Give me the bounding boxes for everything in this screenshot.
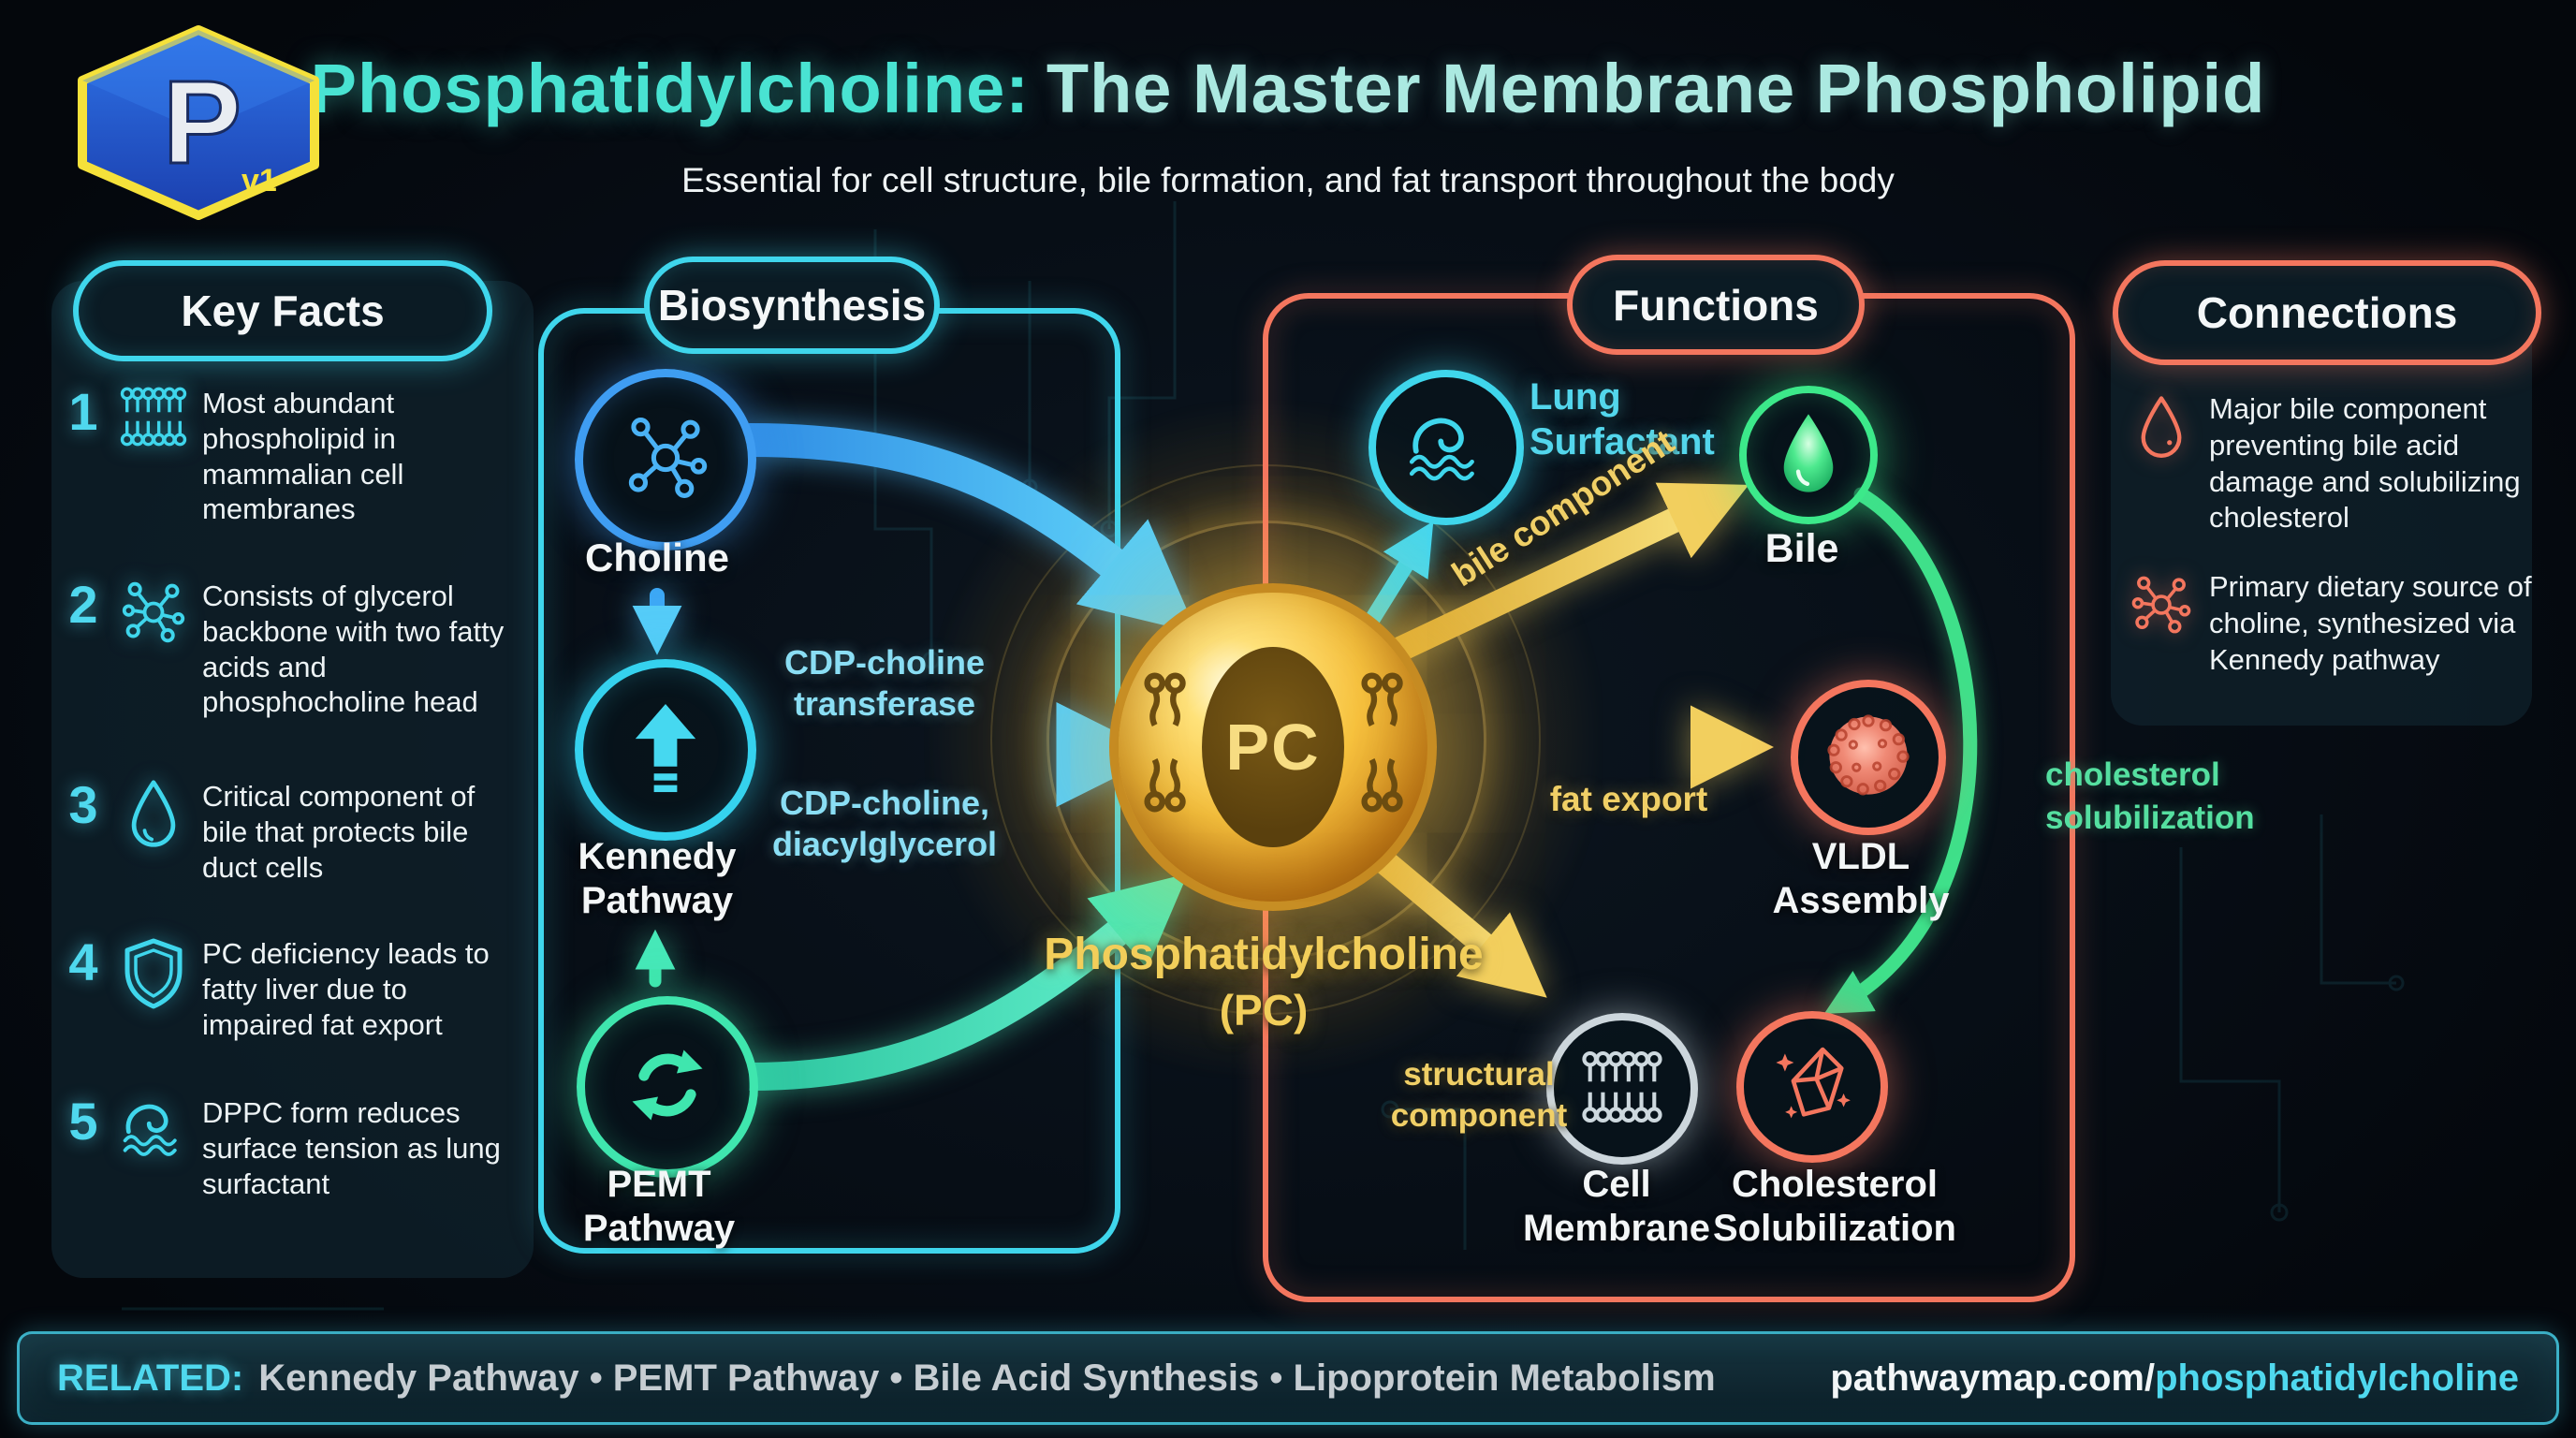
cholesterol-solubilization-node bbox=[1736, 1011, 1888, 1163]
fact-number: 5 bbox=[68, 1092, 98, 1151]
fact-text: Most abundant phospholipid in mammalian … bbox=[202, 387, 404, 526]
footer-bar: RELATED: Kennedy Pathway • PEMT Pathway •… bbox=[17, 1331, 2559, 1425]
page-subtitle: Essential for cell structure, bile forma… bbox=[681, 161, 1895, 199]
lipid-bilayer-icon bbox=[1143, 669, 1186, 820]
key-facts-title: Key Facts bbox=[181, 286, 385, 335]
bile-label: Bile bbox=[1764, 526, 1839, 571]
molecule-icon bbox=[114, 579, 193, 646]
key-facts-panel bbox=[51, 281, 534, 1278]
droplet-icon bbox=[2125, 395, 2198, 461]
choline-molecule-icon bbox=[621, 413, 710, 507]
arrow-caption-fat-export: fat export bbox=[1549, 780, 1708, 818]
logo-letter: P bbox=[163, 56, 242, 188]
functions-title: Functions bbox=[1613, 280, 1819, 330]
enzyme-label-cdp-choline-transferase: CDP-choline transferase bbox=[783, 643, 985, 723]
pc-abbrev: PC bbox=[1225, 711, 1321, 784]
lung-surfactant-node bbox=[1368, 370, 1524, 525]
connections-title: Connections bbox=[2196, 288, 2458, 337]
lipoprotein-sphere-icon bbox=[1820, 707, 1917, 809]
footer-url: pathwaymap.com/phosphatidylcholine bbox=[1830, 1357, 2519, 1400]
fact-number: 2 bbox=[68, 575, 98, 634]
connections-header: Connections bbox=[2113, 260, 2541, 365]
fact-item-5: 5 DPPC form reduces surface tension as l… bbox=[58, 1095, 525, 1201]
pc-name-paren-label: (PC) bbox=[1219, 986, 1309, 1034]
arrow-choline-to-pc bbox=[748, 423, 1197, 634]
biosynthesis-header: Biosynthesis bbox=[644, 257, 940, 354]
arrow-caption-cholesterol-solubilization: cholesterol solubilization bbox=[2045, 756, 2255, 836]
pc-name-label: Phosphatidylcholine bbox=[1044, 930, 1484, 979]
kennedy-pathway-node bbox=[575, 659, 756, 841]
connection-item-2: Primary dietary source of choline, synth… bbox=[2117, 569, 2539, 678]
pemt-pathway-node bbox=[577, 996, 758, 1178]
cycle-icon bbox=[621, 1038, 714, 1137]
arrow-pc-to-lung-surfactant bbox=[1360, 521, 1434, 634]
fact-text: Consists of glycerol backbone with two f… bbox=[202, 580, 505, 719]
arrow-pemt-to-pc bbox=[748, 873, 1188, 1091]
logo-version-badge: v1 bbox=[242, 163, 277, 198]
connection-item-1: Major bile component preventing bile aci… bbox=[2117, 391, 2539, 536]
shield-icon bbox=[114, 936, 193, 1011]
cell-membrane-node bbox=[1546, 1013, 1698, 1165]
pc-core: PC bbox=[1202, 647, 1344, 847]
arrow-caption-structural-component: structural component bbox=[1390, 1056, 1568, 1134]
enzyme-label-cdp-choline-diacylglycerol: CDP-choline, diacylglycerol bbox=[771, 784, 998, 863]
functions-header: Functions bbox=[1567, 255, 1865, 355]
kennedy-pathway-label: Kennedy Pathway bbox=[578, 836, 737, 922]
page-title-rest: The Master Membrane Phospholipid bbox=[1046, 50, 2266, 127]
fact-text: Critical component of bile that protects… bbox=[202, 780, 476, 884]
fact-item-3: 3 Critical component of bile that protec… bbox=[58, 779, 525, 885]
page-title-highlight: Phosphatidylcholine: bbox=[310, 50, 1030, 127]
choline-node bbox=[575, 369, 756, 550]
vldl-assembly-node bbox=[1791, 680, 1946, 835]
choline-label: Choline bbox=[585, 536, 729, 580]
vldl-assembly-label: VLDL Assembly bbox=[1772, 836, 1950, 922]
membrane-bilayer-icon bbox=[114, 386, 193, 448]
fact-text: PC deficiency leads to fatty liver due t… bbox=[202, 937, 490, 1041]
bile-node bbox=[1739, 386, 1878, 524]
connection-text: Primary dietary source of choline, synth… bbox=[2209, 570, 2532, 676]
page-title: Phosphatidylcholine:The Master Membrane … bbox=[0, 49, 2576, 128]
fact-item-2: 2 Consists of glycerol backbone with two… bbox=[58, 579, 525, 720]
pemt-pathway-label: PEMT Pathway bbox=[582, 1164, 736, 1250]
membrane-bilayer-icon bbox=[1579, 1049, 1665, 1129]
related-items: Kennedy Pathway • PEMT Pathway • Bile Ac… bbox=[258, 1357, 1716, 1399]
molecule-icon bbox=[2125, 573, 2198, 637]
lipid-bilayer-icon bbox=[1360, 669, 1403, 820]
droplet-icon bbox=[114, 779, 193, 850]
arrow-bile-to-cholesterol bbox=[1823, 487, 1978, 1015]
biosynthesis-arrows bbox=[632, 423, 1197, 808]
footer-url-base: pathwaymap.com/ bbox=[1830, 1357, 2156, 1399]
lung-surfactant-label: Lung Surfactant bbox=[1530, 376, 1715, 462]
biosynthesis-title: Biosynthesis bbox=[657, 281, 927, 330]
bile-droplet-icon bbox=[1775, 410, 1842, 501]
arrow-pc-to-bile bbox=[1382, 482, 1749, 668]
fact-number: 4 bbox=[68, 932, 98, 991]
fact-item-4: 4 PC deficiency leads to fatty liver due… bbox=[58, 936, 525, 1042]
pathwaymap-logo: P v1 bbox=[78, 25, 319, 220]
wave-icon bbox=[1403, 407, 1489, 489]
fact-text: DPPC form reduces surface tension as lun… bbox=[202, 1096, 501, 1200]
footer-url-highlight: phosphatidylcholine bbox=[2155, 1357, 2519, 1399]
connection-text: Major bile component preventing bile aci… bbox=[2209, 392, 2521, 535]
up-arrow-icon bbox=[622, 699, 709, 801]
key-facts-header: Key Facts bbox=[73, 260, 492, 361]
wave-icon bbox=[114, 1095, 193, 1159]
related-label: RELATED: bbox=[57, 1357, 244, 1399]
cholesterol-solubilization-label: Cholesterol Solubilization bbox=[1713, 1164, 1956, 1250]
fact-item-1: 1 Most abundant phospholipid in mammalia… bbox=[58, 386, 525, 527]
crystal-icon bbox=[1768, 1041, 1856, 1134]
fact-number: 1 bbox=[68, 382, 98, 441]
fact-number: 3 bbox=[68, 775, 98, 834]
related-topics: RELATED: Kennedy Pathway • PEMT Pathway •… bbox=[57, 1357, 1716, 1400]
cell-membrane-label: Cell Membrane bbox=[1522, 1164, 1711, 1250]
phosphatidylcholine-node: PC bbox=[1109, 583, 1437, 911]
pemt-arrows bbox=[635, 873, 1188, 1091]
